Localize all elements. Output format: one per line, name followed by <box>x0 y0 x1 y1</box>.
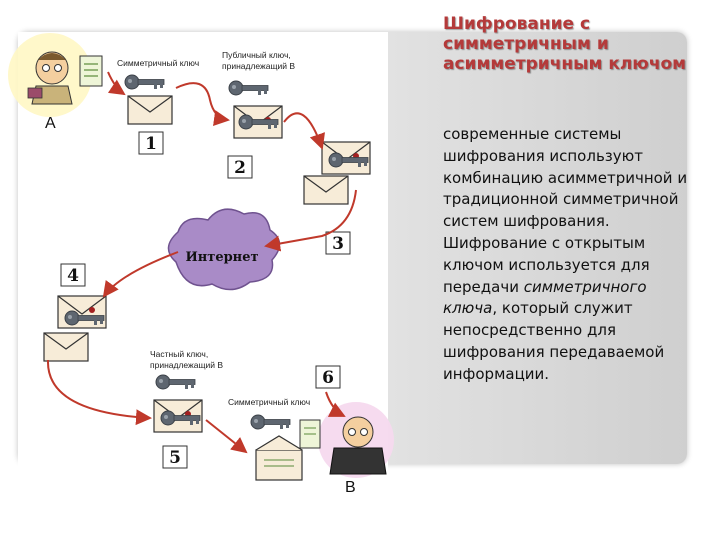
public-key-icon <box>228 80 269 96</box>
public-key-label-line1: Публичный ключ, <box>222 50 291 60</box>
symmetric-key-label-top: Симметричный ключ <box>117 58 199 68</box>
body-text-part2: , который служит непосредственно для шиф… <box>443 299 665 383</box>
envelope-icon <box>43 332 89 362</box>
open-envelope-icon <box>255 435 303 481</box>
symmetric-key-label-bottom: Симметричный ключ <box>228 397 310 407</box>
body-text-italic: симметричного ключа <box>443 277 647 318</box>
step-6-badge: 6 <box>315 365 341 389</box>
flow-arrows <box>46 71 357 454</box>
private-key-icon <box>155 374 196 390</box>
person-b-label: B <box>345 479 356 496</box>
sealed-envelope-icon <box>57 295 107 329</box>
envelope-icon <box>127 95 173 125</box>
svg-text:4: 4 <box>67 266 79 286</box>
internet-label: Интернет <box>185 250 258 265</box>
step-5-badge: 5 <box>162 445 188 469</box>
svg-text:1: 1 <box>145 134 157 154</box>
public-key-label-line2: принадлежащий В <box>222 61 295 71</box>
symmetric-key-icon <box>250 414 291 430</box>
step-1-badge: 1 <box>138 131 164 155</box>
person-b <box>299 402 394 478</box>
envelope-icon <box>303 175 349 205</box>
person-a <box>8 33 103 117</box>
internet-cloud <box>167 208 281 291</box>
person-a-label: A <box>45 115 56 132</box>
step-3-badge: 3 <box>325 231 351 255</box>
slide-body: современные системы шифрования использую… <box>443 124 693 386</box>
svg-text:6: 6 <box>322 368 334 388</box>
slide-title: Шифрование с симметричным и асимметричны… <box>443 14 687 74</box>
step-2-badge: 2 <box>227 155 253 179</box>
svg-text:2: 2 <box>234 158 246 178</box>
svg-text:3: 3 <box>332 234 344 254</box>
step-4-badge: 4 <box>60 263 86 287</box>
body-text-part1: современные системы шифрования использую… <box>443 125 688 296</box>
private-key-label-line1: Частный ключ, <box>150 349 208 359</box>
private-key-label-line2: принадлежащий В <box>150 360 223 370</box>
svg-text:5: 5 <box>169 448 181 468</box>
symmetric-key-icon <box>124 74 165 90</box>
